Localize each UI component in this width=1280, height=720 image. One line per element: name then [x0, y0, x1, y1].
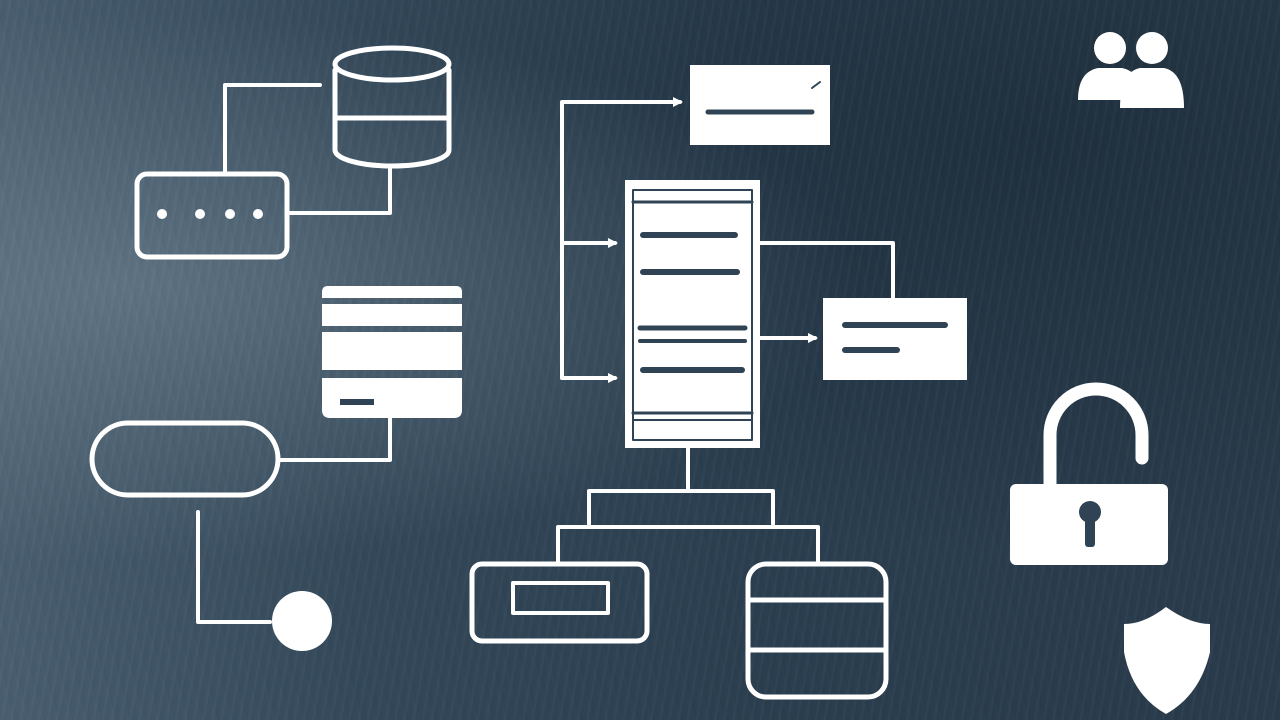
database-icon: [332, 45, 452, 169]
unlocked-padlock-icon: [1010, 382, 1168, 565]
device-box-icon: [469, 561, 650, 644]
users-icon: [1078, 32, 1184, 108]
left-connectors: [196, 83, 392, 624]
tree-connectors: [556, 446, 820, 565]
document-card-icon: [690, 65, 830, 145]
database-bottom-icon: [745, 561, 889, 700]
server-stack-icon: [322, 286, 462, 418]
terminal-pill-icon: [89, 420, 281, 498]
main-server-rack-icon: [625, 180, 760, 448]
connector-db-to-router: [223, 83, 322, 174]
connector-pill-to-stack: [278, 416, 392, 462]
endpoint-dot-icon: [272, 591, 332, 651]
center-connectors: [560, 97, 895, 383]
connector-pill-to-dot: [196, 510, 272, 624]
connector-server-to-card: [758, 241, 895, 300]
shield-icon: [1124, 607, 1210, 714]
connector-router-to-db: [288, 166, 392, 215]
detail-card-icon: [823, 298, 967, 380]
router-icon: [134, 171, 290, 260]
